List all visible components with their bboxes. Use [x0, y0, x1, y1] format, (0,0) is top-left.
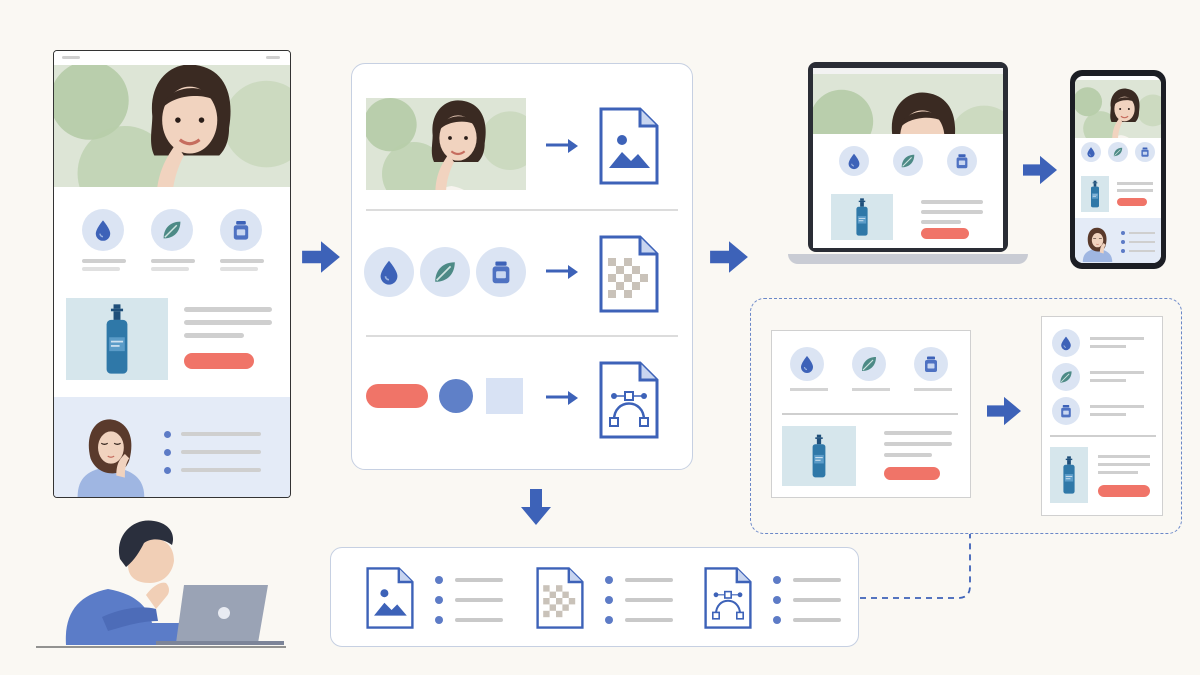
- feature-icon-row: [54, 201, 290, 281]
- right-arrow-icon: [708, 238, 750, 276]
- jar-icon: [229, 218, 253, 242]
- jar-icon: [921, 354, 941, 374]
- leaf-icon: [1112, 146, 1124, 158]
- laptop-base: [788, 254, 1028, 264]
- water-drop-icon: [91, 218, 115, 242]
- dashed-connector: [860, 534, 971, 599]
- water-drop-icon: [1085, 146, 1097, 158]
- browser-titlebar: [54, 51, 290, 65]
- jar-icon: [1058, 403, 1074, 419]
- bottle-icon: [1062, 453, 1076, 497]
- relaxing-woman-illustration: [72, 411, 152, 497]
- raster-file-icon: [598, 234, 660, 314]
- water-drop-icon: [375, 258, 403, 286]
- leaf-icon: [160, 218, 184, 242]
- relaxing-woman-illustration: [1081, 224, 1115, 262]
- asset-meta-list: [435, 570, 503, 630]
- feature-item-water: [82, 209, 126, 271]
- product-text-lines: [184, 307, 272, 338]
- leaf-icon: [859, 354, 879, 374]
- source-webpage-mockup: [53, 50, 291, 498]
- water-drop-icon: [1058, 335, 1074, 351]
- pill-shape-asset: [366, 384, 428, 408]
- water-drop-icon: [797, 354, 817, 374]
- layout-reflow-panel: [750, 298, 1182, 534]
- right-arrow-icon: [1023, 155, 1057, 185]
- down-arrow-icon: [521, 489, 551, 525]
- asset-extraction-panel: [351, 63, 693, 470]
- product-image-panel: [66, 298, 168, 380]
- leaf-icon: [431, 258, 459, 286]
- right-arrow-icon: [544, 136, 580, 156]
- feature-item-leaf: [151, 209, 195, 271]
- vector-file-icon: [598, 360, 660, 440]
- desktop-wireframe: [771, 330, 971, 498]
- raster-file-icon: [535, 566, 585, 630]
- right-arrow-icon: [544, 388, 580, 408]
- leaf-icon: [1058, 369, 1074, 385]
- vector-file-icon: [703, 566, 753, 630]
- asset-list-panel: [330, 547, 859, 647]
- bottle-icon: [811, 433, 827, 479]
- asset-meta-list: [773, 570, 841, 630]
- cta-button[interactable]: [921, 228, 969, 239]
- testimonial-band: [54, 397, 290, 497]
- square-shape-asset: [486, 378, 523, 414]
- bottle-icon: [104, 304, 130, 374]
- image-file-icon: [365, 566, 415, 630]
- laptop-screen: [813, 68, 1003, 248]
- row-divider: [366, 335, 678, 337]
- leaf-icon: [899, 152, 917, 170]
- right-arrow-icon: [544, 262, 580, 282]
- bottle-icon: [855, 198, 869, 236]
- photo-asset-thumbnail: [366, 98, 526, 190]
- laptop-preview: [788, 62, 1028, 266]
- jar-icon: [953, 152, 971, 170]
- right-arrow-icon: [300, 238, 342, 276]
- person-at-laptop-illustration: [36, 520, 286, 648]
- row-divider: [366, 209, 678, 211]
- right-arrow-icon: [987, 396, 1021, 426]
- image-file-icon: [598, 106, 660, 186]
- testimonial-list: [164, 425, 261, 479]
- jar-icon: [1139, 146, 1151, 158]
- cta-button[interactable]: [1098, 485, 1150, 497]
- bottle-icon: [1090, 180, 1100, 208]
- hero-portrait-photo: [813, 74, 1003, 134]
- hero-portrait-photo: [1075, 80, 1161, 138]
- hero-portrait-photo: [54, 65, 290, 187]
- asset-meta-list: [605, 570, 673, 630]
- icon-asset-set: [364, 247, 526, 297]
- water-drop-icon: [845, 152, 863, 170]
- jar-icon: [487, 258, 515, 286]
- cta-button[interactable]: [884, 467, 940, 480]
- cta-button[interactable]: [1117, 198, 1147, 206]
- phone-screen: [1075, 76, 1161, 263]
- circle-shape-asset: [439, 379, 473, 413]
- phone-preview: [1070, 70, 1166, 269]
- cta-button[interactable]: [184, 353, 254, 369]
- mobile-wireframe: [1041, 316, 1163, 516]
- feature-item-jar: [220, 209, 264, 271]
